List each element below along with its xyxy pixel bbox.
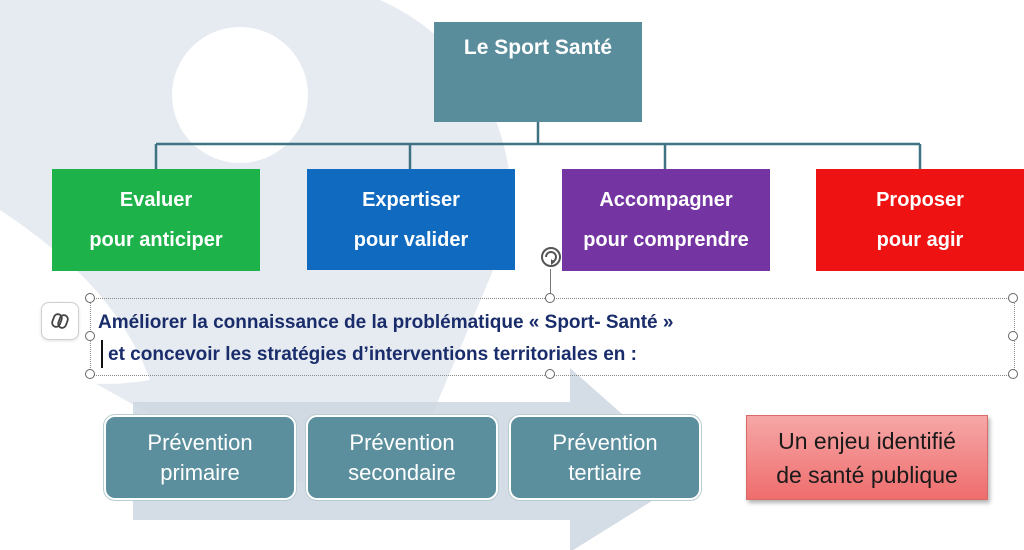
prevention-tertiaire-line1: Prévention — [552, 429, 658, 455]
prevention-secondaire-line2: secondaire — [348, 459, 456, 485]
resize-handle-bottom-center[interactable] — [545, 369, 555, 379]
pillar-expertiser-line2: pour valider — [353, 228, 469, 251]
pillar-expertiser-line1: Expertiser — [362, 188, 460, 211]
text-line-1[interactable]: Améliorer la connaissance de la probléma… — [98, 312, 674, 333]
enjeu-box[interactable]: Un enjeu identifié de santé publique — [746, 415, 988, 500]
prevention-tertiaire-box[interactable]: Prévention tertiaire — [509, 415, 701, 500]
pillar-evaluer-line1: Evaluer — [119, 189, 193, 211]
prevention-secondaire-box[interactable]: Prévention secondaire — [306, 415, 498, 500]
prevention-tertiaire-line2: tertiaire — [568, 459, 642, 485]
enjeu-line1: Un enjeu identifié — [778, 427, 956, 454]
resize-handle-top-center[interactable] — [545, 293, 555, 303]
pillar-proposer-line1: Proposer — [876, 189, 964, 211]
pillar-accompagner-line1: Accompagner — [599, 189, 733, 211]
resize-handle-top-left[interactable] — [85, 293, 95, 303]
copilot-button[interactable] — [41, 302, 79, 340]
prevention-secondaire-line1: Prévention — [349, 429, 455, 455]
rotate-handle-stem — [550, 269, 551, 298]
title-box[interactable]: Le Sport Santé — [434, 22, 642, 122]
pillar-proposer-line2: pour agir — [876, 229, 964, 251]
pillar-evaluer-line2: pour anticiper — [89, 229, 223, 251]
text-line-2[interactable]: et concevoir les stratégies d’interventi… — [108, 344, 638, 365]
pillar-evaluer[interactable]: Evaluer pour anticiper — [52, 169, 260, 271]
prevention-primaire-line2: primaire — [160, 459, 240, 485]
resize-handle-bottom-left[interactable] — [85, 369, 95, 379]
pillar-accompagner-line2: pour comprendre — [583, 229, 749, 251]
rotate-icon[interactable] — [539, 245, 563, 269]
resize-handle-bottom-right[interactable] — [1008, 369, 1018, 379]
resize-handle-middle-left[interactable] — [85, 331, 95, 341]
copilot-icon — [51, 313, 69, 329]
title-label: Le Sport Santé — [463, 36, 613, 59]
pillar-proposer[interactable]: Proposer pour agir — [816, 169, 1024, 271]
enjeu-line2: de santé publique — [776, 461, 958, 488]
resize-handle-middle-right[interactable] — [1008, 331, 1018, 341]
resize-handle-top-right[interactable] — [1008, 293, 1018, 303]
prevention-primaire-line1: Prévention — [147, 429, 253, 455]
pillar-expertiser[interactable]: Expertiser pour valider — [307, 169, 515, 270]
prevention-primaire-box[interactable]: Prévention primaire — [104, 415, 296, 500]
text-cursor — [101, 340, 103, 368]
pillar-accompagner[interactable]: Accompagner pour comprendre — [562, 169, 770, 271]
